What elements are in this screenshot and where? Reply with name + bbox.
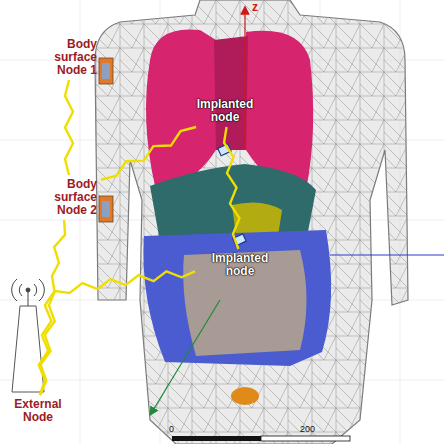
scale-label: 0 [169, 424, 174, 434]
wireless-link [101, 127, 196, 180]
implant-node-label: Implanted node [183, 98, 267, 124]
surface-device [99, 58, 113, 84]
node-text: Implanted node [199, 252, 281, 278]
organs [143, 29, 331, 405]
torso-mesh [95, 0, 408, 444]
antenna-tower [12, 306, 44, 392]
surface-device-core [102, 63, 110, 79]
surface-node-label: Body surface Node 1 [40, 38, 98, 77]
node-text: Body surface Node 1 [41, 38, 97, 77]
surface-device-core [102, 201, 110, 217]
axis-label: z [252, 0, 258, 14]
scale-label: 200 [300, 424, 315, 434]
external-node-label: External Node [1, 398, 75, 424]
torso-shell [95, 0, 408, 444]
wireless-link [40, 271, 195, 395]
antenna-tip [26, 288, 30, 292]
node-text: Body surface Node 2 [41, 178, 97, 217]
wireless-link [224, 127, 239, 249]
surface-device [99, 196, 113, 222]
y-axis [330, 254, 444, 255]
implant-node-label: Implanted node [198, 252, 282, 278]
liver [150, 164, 316, 242]
intestine [143, 230, 331, 366]
node-text: External Node [2, 398, 74, 424]
antenna-mast [28, 292, 29, 306]
torso [95, 0, 408, 444]
z-axis [244, 10, 245, 150]
scale-bar [172, 436, 350, 441]
node-text: Implanted node [184, 98, 266, 124]
wireless-link [65, 80, 73, 175]
devices [99, 58, 246, 246]
scale-bar-open [261, 436, 350, 441]
surface-node-label: Body surface Node 2 [40, 178, 98, 217]
x-axis [152, 300, 220, 412]
bowel [183, 250, 306, 356]
axes [152, 10, 444, 412]
bladder [231, 387, 259, 405]
antenna [12, 279, 45, 392]
scale-bar-filled [172, 436, 261, 441]
heart [214, 36, 248, 150]
